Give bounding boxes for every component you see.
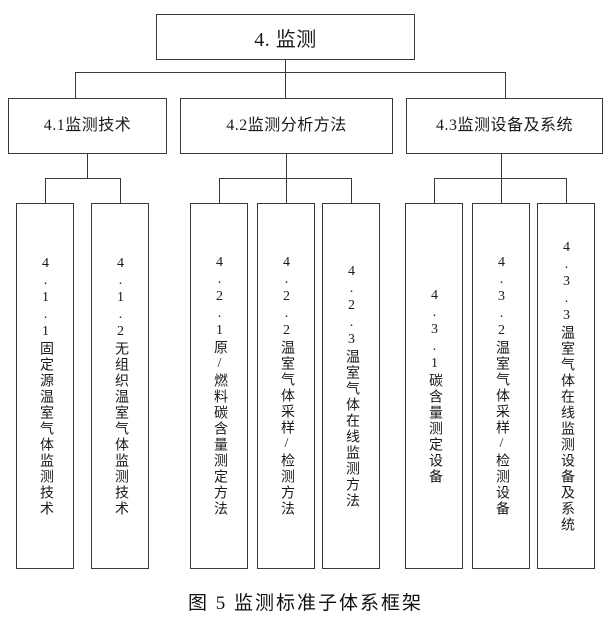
- node-4-3-label: 4.3监测设备及系统: [435, 117, 573, 134]
- node-4-3-2: 4.3.2温室气体采样/检测设备: [472, 203, 530, 569]
- node-4-1-2-label: 4.1.2无组织温室气体监测技术: [113, 255, 128, 517]
- connector-drop-4-2-3: [351, 178, 352, 203]
- connector-4-1-stem: [87, 154, 88, 179]
- connector-drop-4-1-1: [45, 178, 46, 203]
- node-4-2-analysis-method: 4.2监测分析方法: [180, 98, 393, 154]
- connector-drop-4-1-2: [120, 178, 121, 203]
- connector-root-stem: [285, 60, 286, 73]
- connector-drop-4-2: [285, 72, 286, 98]
- connector-level2-bus: [75, 72, 505, 73]
- connector-4-3-bus: [434, 178, 566, 179]
- node-4-2-1: 4.2.1原/燃料碳含量测定方法: [190, 203, 248, 569]
- node-4-1-2: 4.1.2无组织温室气体监测技术: [91, 203, 149, 569]
- node-4-2-label: 4.2监测分析方法: [226, 117, 347, 134]
- node-4-3-3: 4.3.3温室气体在线监测设备及系统: [537, 203, 595, 569]
- connector-drop-4-3-3: [566, 178, 567, 203]
- node-4-1-1-label: 4.1.1固定源温室气体监测技术: [38, 255, 53, 517]
- node-4-1-label: 4.1监测技术: [43, 117, 132, 134]
- connector-4-2-bus: [219, 178, 352, 179]
- connector-drop-4-3-1: [434, 178, 435, 203]
- node-4-2-3-label: 4.2.3温室气体在线监测方法: [344, 263, 359, 509]
- node-4-2-1-label: 4.2.1原/燃料碳含量测定方法: [212, 255, 227, 517]
- connector-4-1-bus: [45, 178, 121, 179]
- node-root-label: 4. 监测: [254, 28, 317, 51]
- figure-caption: 图 5 监测标准子体系框架: [187, 593, 423, 614]
- connector-drop-4-3: [505, 72, 506, 98]
- node-4-2-2: 4.2.2温室气体采样/检测方法: [257, 203, 315, 569]
- connector-drop-4-2-2: [286, 178, 287, 203]
- node-4-3-3-label: 4.3.3温室气体在线监测设备及系统: [559, 239, 574, 533]
- connector-drop-4-2-1: [219, 178, 220, 203]
- node-4-3-2-label: 4.3.2温室气体采样/检测设备: [494, 255, 509, 517]
- node-4-2-3: 4.2.3温室气体在线监测方法: [322, 203, 380, 569]
- connector-4-2-stem: [286, 154, 287, 179]
- connector-drop-4-1: [75, 72, 76, 98]
- node-4-3-1-label: 4.3.1碳含量测定设备: [427, 287, 442, 485]
- node-4-3-equipment-system: 4.3监测设备及系统: [406, 98, 603, 154]
- connector-4-3-stem: [501, 154, 502, 179]
- node-root-4-monitoring: 4. 监测: [156, 14, 415, 60]
- node-4-3-1: 4.3.1碳含量测定设备: [405, 203, 463, 569]
- node-4-1-1: 4.1.1固定源温室气体监测技术: [16, 203, 74, 569]
- node-4-2-2-label: 4.2.2温室气体采样/检测方法: [279, 255, 294, 517]
- connector-drop-4-3-2: [501, 178, 502, 203]
- node-4-1-monitoring-technology: 4.1监测技术: [8, 98, 167, 154]
